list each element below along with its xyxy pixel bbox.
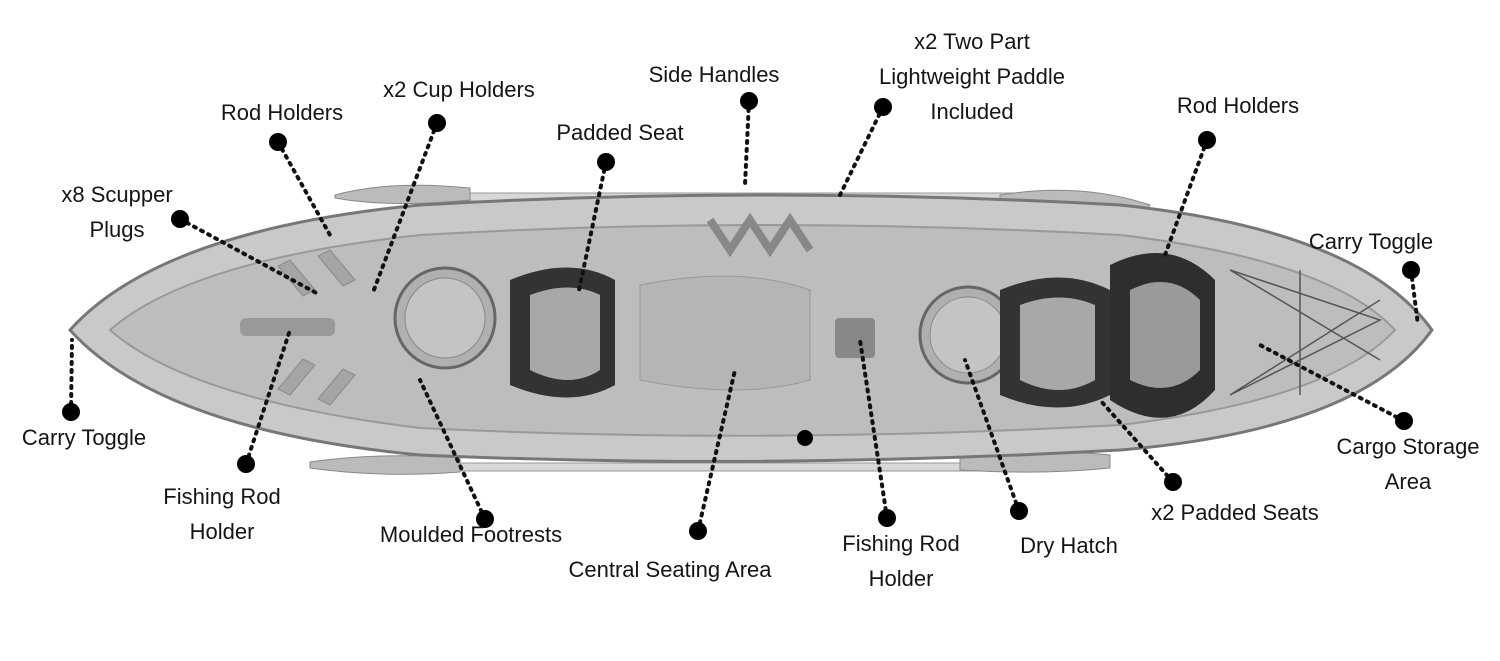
label-rod-holders-right: Rod Holders [1176,93,1300,118]
cargo-bungee [1229,269,1382,396]
label-padded-seats: x2 Padded Seats [1151,500,1319,525]
central-seating [639,275,811,391]
label-carry-toggle-right: Carry Toggle [1308,229,1434,254]
rod-holder-plate-center [835,318,875,358]
hatch-rear [918,285,1018,385]
label-padded-seat: Padded Seat [556,120,684,145]
label-moulded-footrests: Moulded Footrests [379,522,563,547]
label-cup-holders: x2 Cup Holders [383,77,535,102]
leader-lines [69,99,1420,533]
seat-rear [1000,253,1215,418]
seat-front [510,267,615,398]
rod-holder-plate [240,318,335,336]
callout-dots [62,92,1420,540]
footrests [277,212,814,406]
label-carry-toggle-left: Carry Toggle [21,425,147,450]
label-central-seating: Central Seating Area [568,557,772,582]
paddle-bottom [309,451,1111,475]
hatch-front [393,266,497,370]
label-dry-hatch: Dry Hatch [1020,533,1118,558]
label-rod-holders-left: Rod Holders [220,100,344,125]
label-side-handles: Side Handles [648,62,780,87]
